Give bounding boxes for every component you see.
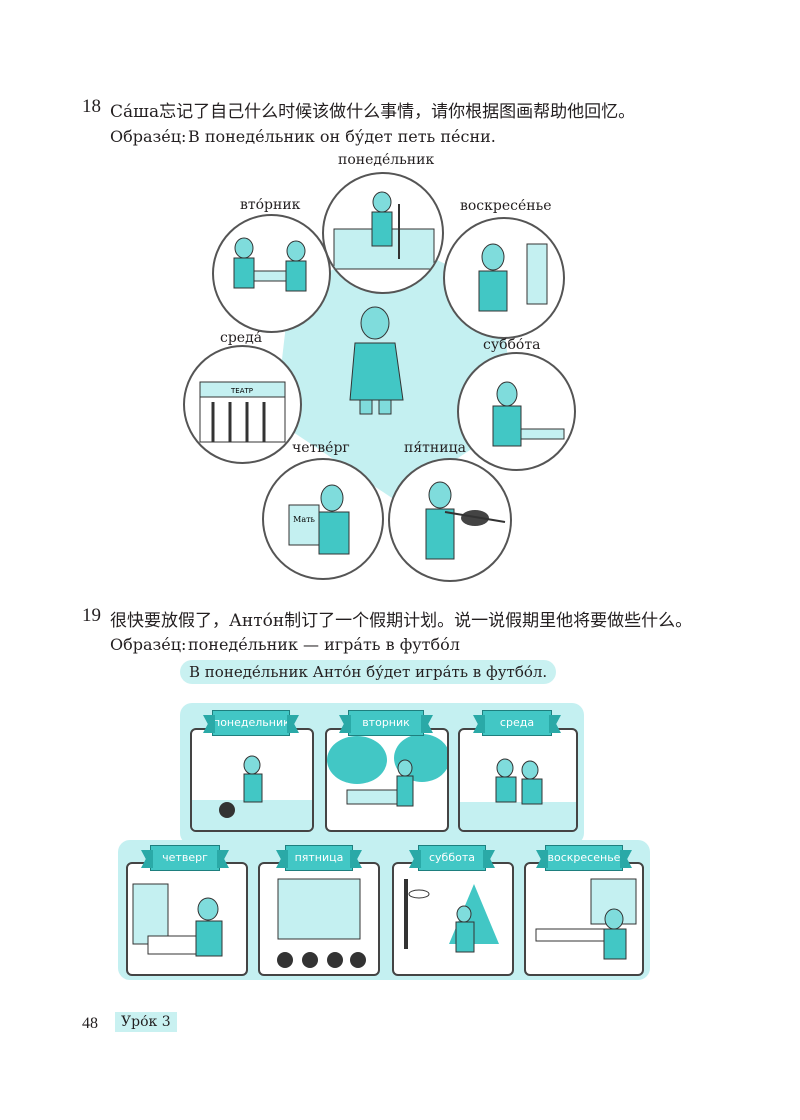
- exercise-18-sample-label: Образе́ц:: [110, 127, 187, 146]
- day-label-monday: понеде́льник: [338, 152, 435, 168]
- basketball-scene: [404, 879, 499, 953]
- day-label-thursday: четве́рг: [292, 440, 350, 456]
- circle-wednesday: ТЕАТР: [183, 345, 302, 464]
- library-scene: [132, 883, 223, 957]
- day-label-wednesday: среда́: [220, 330, 263, 346]
- day-label-saturday: суббо́та: [483, 337, 541, 353]
- ribbon-monday: понедельник: [212, 710, 290, 736]
- circle-saturday: [457, 352, 576, 471]
- park-scene: [327, 734, 447, 807]
- exercise-19-number: 19: [82, 605, 101, 626]
- ribbon-wednesday: среда: [482, 710, 552, 736]
- circle-thursday: Мать: [262, 458, 384, 580]
- day-label-tuesday: вто́рник: [240, 197, 301, 213]
- tile-wednesday: [458, 728, 578, 832]
- page-number: 48: [82, 1015, 98, 1032]
- day-label-sunday: воскресе́нье: [460, 198, 552, 214]
- exercise-18-instruction: Са́ша忘记了自己什么时候该做什么事情，请你根据图画帮助他回忆。: [110, 102, 636, 122]
- theatre-word: ТЕАТР: [230, 387, 253, 395]
- lesson-label: Уро́к 3: [115, 1012, 177, 1032]
- ribbon-sunday: воскресенье: [545, 845, 623, 871]
- tile-thursday: [126, 862, 248, 976]
- reading-scene: Мать: [288, 484, 350, 555]
- tile-monday: [190, 728, 314, 832]
- circle-tuesday: [212, 214, 331, 333]
- circle-friday: [388, 458, 512, 582]
- chess-scene: [233, 237, 307, 292]
- exercise-18-number: 18: [82, 96, 101, 117]
- day-label-friday: пя́тница: [404, 440, 466, 456]
- tile-tuesday: [325, 728, 449, 832]
- ribbon-thursday: четверг: [150, 845, 220, 871]
- tile-saturday: [392, 862, 514, 976]
- cinema-scene: [277, 878, 366, 968]
- football-scene: [192, 755, 312, 830]
- exercise-19-sample-text: понеде́льник — игра́ть в футбо́л: [188, 635, 460, 654]
- circle-sunday: [443, 217, 565, 339]
- tile-sunday: [524, 862, 644, 976]
- sasha-figure: [349, 306, 404, 415]
- book-word: Мать: [293, 515, 315, 524]
- circle-monday: [322, 172, 444, 294]
- singer-scene: [333, 191, 435, 270]
- computer-scene: [478, 243, 548, 312]
- piano-scene: [535, 878, 637, 960]
- theatre-scene: ТЕАТР: [199, 381, 286, 443]
- tile-friday: [258, 862, 380, 976]
- ribbon-tuesday: вторник: [348, 710, 424, 736]
- violin-scene: [425, 481, 506, 560]
- exercise-19-instruction: 很快要放假了，Анто́н制订了一个假期计划。说一说假期里他将要做些什么。: [110, 611, 693, 631]
- exercise-19-sample-label: Образе́ц:: [110, 635, 187, 654]
- drawing-scene: [492, 381, 565, 447]
- exercise-18-sample-text: В понеде́льник он бу́дет петь пе́сни.: [188, 127, 496, 146]
- exercise-19-answer: В понеде́льник Анто́н бу́дет игра́ть в ф…: [180, 660, 557, 684]
- ribbon-saturday: суббота: [418, 845, 486, 871]
- ribbon-friday: пятница: [285, 845, 353, 871]
- hockey-scene: [460, 758, 576, 830]
